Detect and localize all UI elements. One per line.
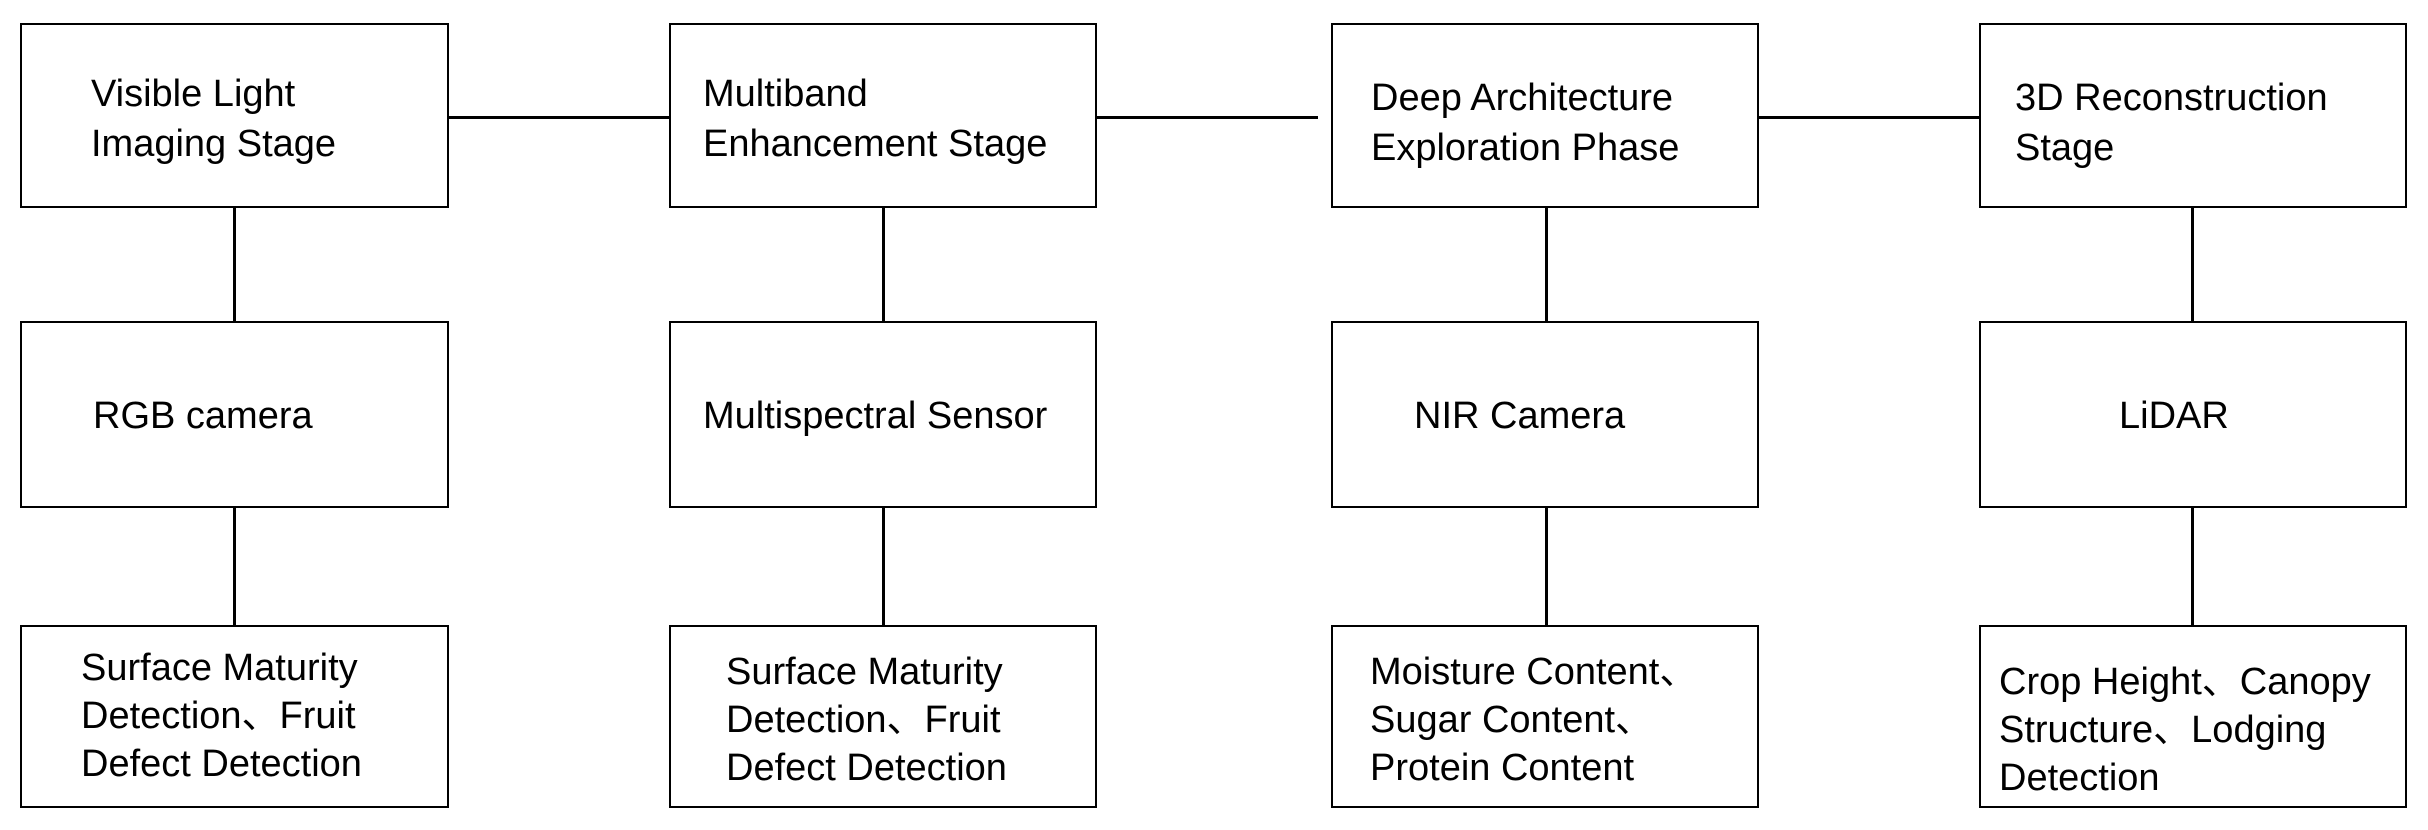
connector-col3-bottom bbox=[1545, 508, 1548, 626]
sensor-box-multispectral: Multispectral Sensor bbox=[669, 321, 1097, 508]
application-label-line-2: Sugar Content、 bbox=[1370, 699, 1654, 741]
connector-col2-bottom bbox=[882, 508, 885, 626]
connector-col1-bottom bbox=[233, 508, 236, 626]
stage-label-line-1: Multiband bbox=[703, 73, 868, 115]
sensor-box-lidar: LiDAR bbox=[1979, 321, 2407, 508]
application-label-line-3: Protein Content bbox=[1370, 747, 1635, 789]
sensor-box-rgb-camera: RGB camera bbox=[20, 321, 449, 508]
application-label-line-1: Crop Height、Canopy bbox=[1999, 661, 2371, 703]
application-label-line-3: Defect Detection bbox=[81, 743, 362, 785]
connector-col3-top bbox=[1545, 208, 1548, 321]
stage-label-line-2: Enhancement Stage bbox=[703, 123, 1048, 165]
connector-col2-top bbox=[882, 208, 885, 321]
application-label-line-3: Defect Detection bbox=[726, 747, 1007, 789]
application-label-line-1: Surface Maturity bbox=[81, 647, 358, 689]
connector-stage3-stage4 bbox=[1758, 116, 1980, 119]
application-label-line-1: Surface Maturity bbox=[726, 651, 1003, 693]
stage-label-line-2: Stage bbox=[2015, 127, 2115, 169]
connector-stage1-stage2 bbox=[448, 116, 671, 119]
sensor-box-nir-camera: NIR Camera bbox=[1331, 321, 1759, 508]
sensor-label: RGB camera bbox=[93, 395, 313, 437]
sensor-label: LiDAR bbox=[2119, 395, 2229, 437]
application-label-line-1: Moisture Content、 bbox=[1370, 651, 1698, 693]
application-box-col3: Moisture Content、 Sugar Content、 Protein… bbox=[1331, 625, 1759, 808]
stage-box-multiband: Multiband Enhancement Stage bbox=[669, 23, 1097, 208]
application-label-line-2: Detection、Fruit bbox=[726, 699, 1001, 741]
sensor-label: NIR Camera bbox=[1414, 395, 1626, 437]
application-label-line-3: Detection bbox=[1999, 757, 2160, 799]
application-box-col2: Surface Maturity Detection、Fruit Defect … bbox=[669, 625, 1097, 808]
application-label-line-2: Structure、Lodging bbox=[1999, 709, 2327, 751]
stage-box-visible-light: Visible Light Imaging Stage bbox=[20, 23, 449, 208]
application-label-line-2: Detection、Fruit bbox=[81, 695, 356, 737]
stage-box-deep-architecture: Deep Architecture Exploration Phase bbox=[1331, 23, 1759, 208]
connector-stage2-stage3 bbox=[1096, 116, 1318, 119]
connector-col4-bottom bbox=[2191, 508, 2194, 626]
stage-label-line-2: Imaging Stage bbox=[91, 123, 337, 165]
application-box-col1: Surface Maturity Detection、Fruit Defect … bbox=[20, 625, 449, 808]
stage-label-line-1: Deep Architecture bbox=[1371, 77, 1674, 119]
stage-box-3d-reconstruction: 3D Reconstruction Stage bbox=[1979, 23, 2407, 208]
sensor-label: Multispectral Sensor bbox=[703, 395, 1048, 437]
application-box-col4: Crop Height、Canopy Structure、Lodging Det… bbox=[1979, 625, 2407, 808]
stage-label-line-1: Visible Light bbox=[91, 73, 296, 115]
stage-label-line-2: Exploration Phase bbox=[1371, 127, 1680, 169]
stage-label-line-1: 3D Reconstruction bbox=[2015, 77, 2328, 119]
connector-col1-top bbox=[233, 208, 236, 321]
connector-col4-top bbox=[2191, 208, 2194, 321]
